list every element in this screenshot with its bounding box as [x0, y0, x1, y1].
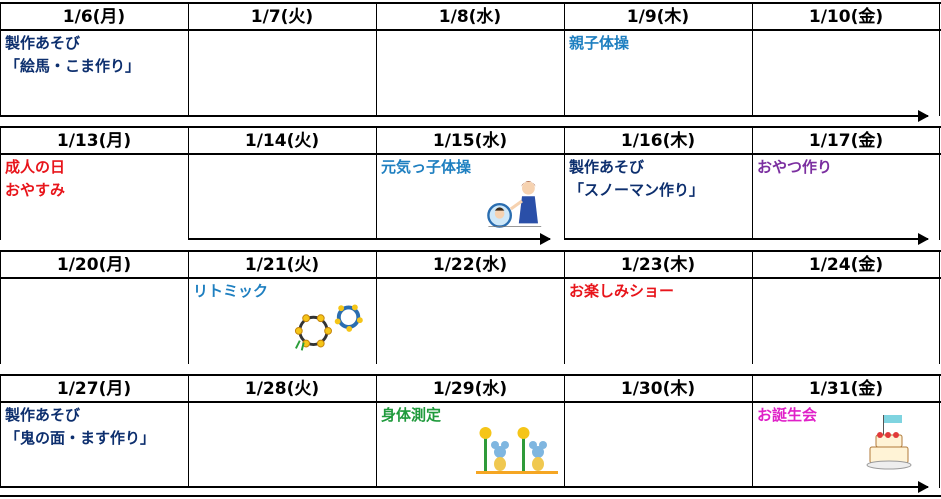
event-line: 製作あそび: [5, 406, 81, 424]
day-header: 1/8(水): [438, 7, 502, 27]
event: 親子体操: [569, 32, 629, 55]
column-divider: [376, 376, 377, 488]
event: おやつ作り: [757, 156, 832, 179]
tambourine-illustration: [294, 304, 363, 351]
column-divider: [752, 128, 753, 240]
exercise-illustration: [487, 181, 542, 228]
event: 製作あそび「鬼の面・ます作り」: [5, 404, 155, 450]
event-line: 「スノーマン作り」: [569, 181, 705, 199]
column-divider: [376, 252, 377, 364]
day-header: 1/17(金): [808, 131, 884, 151]
column-divider: [376, 4, 377, 116]
event: リトミック: [193, 280, 268, 303]
day-header: 1/23(木): [620, 255, 696, 275]
column-divider: [0, 252, 1, 364]
column-divider: [188, 128, 189, 240]
day-header: 1/6(月): [62, 7, 126, 27]
day-header: 1/22(水): [432, 255, 508, 275]
day-header: 1/24(金): [808, 255, 884, 275]
week-top-border: [0, 126, 941, 128]
week-arrow: [0, 110, 929, 122]
column-divider: [564, 376, 565, 488]
day-header: 1/7(火): [250, 7, 314, 27]
header-divider: [0, 29, 941, 31]
event: お誕生会: [757, 404, 817, 427]
event: お楽しみショー: [569, 280, 674, 303]
header-divider: [0, 153, 941, 155]
event: 身体測定: [381, 404, 441, 427]
column-divider: [0, 128, 1, 240]
day-header: 1/31(金): [808, 379, 884, 399]
birthday-cake-illustration: [866, 415, 912, 470]
day-header: 1/28(火): [244, 379, 320, 399]
column-divider: [564, 4, 565, 116]
column-divider: [752, 4, 753, 116]
day-header: 1/20(月): [56, 255, 132, 275]
day-header: 1/29(水): [432, 379, 508, 399]
event-line: おやつ作り: [757, 158, 833, 176]
column-divider: [939, 4, 940, 116]
week-arrow: [0, 481, 929, 493]
day-header: 1/10(金): [808, 7, 884, 27]
event-line: 製作あそび: [569, 158, 645, 176]
column-divider: [0, 376, 1, 488]
event: 製作あそび「絵馬・こま作り」: [5, 32, 140, 78]
day-header: 1/16(木): [620, 131, 696, 151]
column-divider: [939, 252, 940, 364]
column-divider: [376, 128, 377, 240]
day-header: 1/15(水): [432, 131, 508, 151]
event-line: お楽しみショー: [569, 282, 675, 300]
day-header: 1/30(木): [620, 379, 696, 399]
event-line: 成人の日: [5, 158, 66, 176]
event-line: リトミック: [193, 282, 269, 300]
column-divider: [939, 376, 940, 488]
bottom-border: [0, 495, 941, 497]
column-divider: [188, 376, 189, 488]
header-divider: [0, 401, 941, 403]
header-divider: [0, 277, 941, 279]
event: 元気っ子体操: [381, 156, 471, 179]
column-divider: [0, 4, 1, 116]
column-divider: [939, 128, 940, 240]
event: 製作あそび「スノーマン作り」: [569, 156, 704, 202]
event-line: 身体測定: [381, 406, 442, 424]
event-line: 「絵馬・こま作り」: [5, 57, 141, 75]
day-header: 1/14(火): [244, 131, 320, 151]
top-border: [0, 2, 941, 4]
column-divider: [752, 252, 753, 364]
column-divider: [564, 128, 565, 240]
week-arrow: [564, 233, 929, 245]
column-divider: [188, 252, 189, 364]
week-arrow: [188, 233, 551, 245]
event: 成人の日おやすみ: [5, 156, 65, 202]
event-line: 元気っ子体操: [381, 158, 472, 176]
measuring-mice-illustration: [476, 427, 558, 474]
event-line: おやすみ: [5, 181, 66, 199]
event-line: 製作あそび: [5, 34, 81, 52]
event-line: 親子体操: [569, 34, 630, 52]
day-header: 1/27(月): [56, 379, 132, 399]
day-header: 1/9(木): [626, 7, 690, 27]
column-divider: [752, 376, 753, 488]
event-line: 「鬼の面・ます作り」: [5, 429, 156, 447]
column-divider: [188, 4, 189, 116]
day-header: 1/21(火): [244, 255, 320, 275]
event-line: お誕生会: [757, 406, 818, 424]
week-top-border: [0, 374, 941, 376]
column-divider: [564, 252, 565, 364]
week-top-border: [0, 250, 941, 252]
day-header: 1/13(月): [56, 131, 132, 151]
